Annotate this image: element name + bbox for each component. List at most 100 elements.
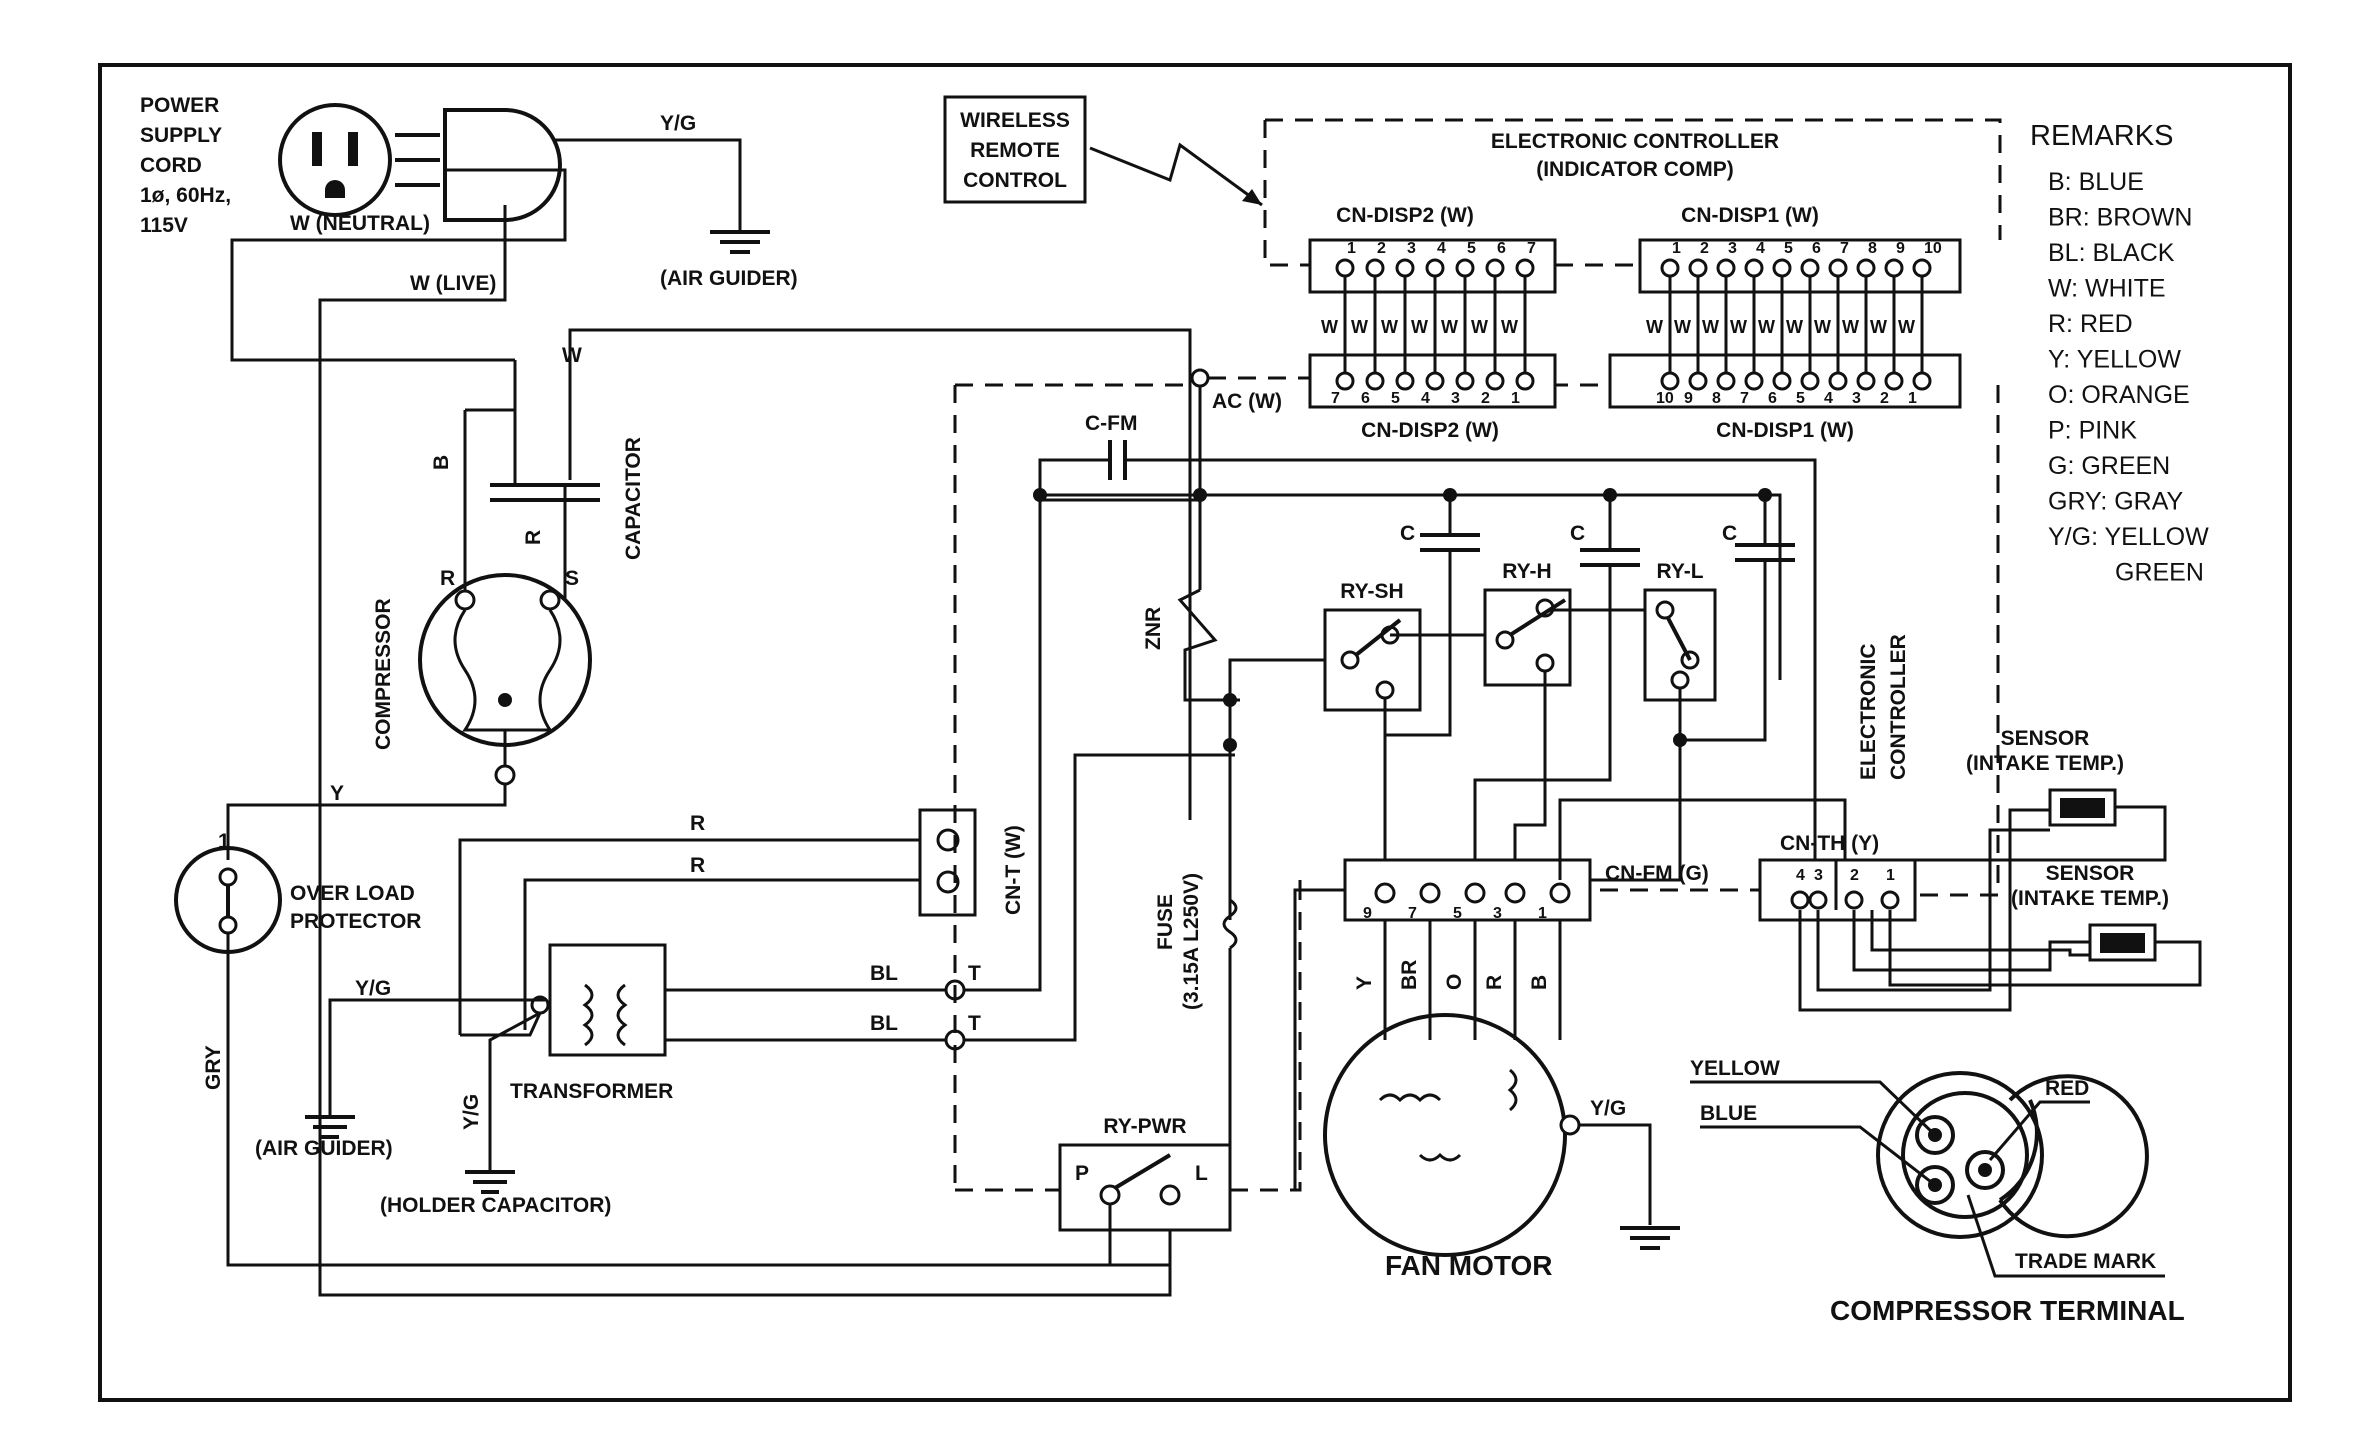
cn-disp2-bottom-label: CN-DISP2 (W)	[1361, 419, 1499, 442]
compressor-terminal-label: COMPRESSOR TERMINAL	[1830, 1295, 2185, 1326]
wireless-signal-icon	[1089, 142, 1263, 207]
cn-disp1-bottom-label: CN-DISP1 (W)	[1716, 419, 1854, 442]
capacitor-label: CAPACITOR	[622, 437, 645, 560]
yg-transformer-label: Y/G	[355, 977, 391, 1000]
remarks-item: BL: BLACK	[2048, 239, 2175, 267]
cn-disp1-top-pin	[1660, 258, 1680, 278]
cn-fm-wire-label: R	[1483, 975, 1506, 990]
outlet-icon	[278, 103, 392, 217]
cn-disp1-top-pin-label: 2	[1700, 240, 1709, 257]
remote-line-3: CONTROL	[963, 169, 1067, 192]
cn-fm-pin	[1419, 882, 1441, 904]
fan-motor-coil-3	[1418, 1152, 1462, 1162]
cn-disp2-w-label: W	[1441, 317, 1458, 337]
c-label-3: C	[1722, 522, 1737, 545]
compressor-section: W B R CAPACITOR R S COMPRESSOR Y	[226, 328, 1192, 860]
cn-disp1-top-pin	[1856, 258, 1876, 278]
cn-disp1-bottom-pin-label: 5	[1796, 390, 1805, 407]
cn-disp1-w-label: W	[1646, 317, 1663, 337]
transformer-box	[548, 943, 667, 1057]
remarks-item: G: GREEN	[2048, 452, 2170, 480]
remarks-item: P: PINK	[2048, 417, 2137, 445]
cn-disp1-top-pin	[1800, 258, 1820, 278]
cn-disp1-top-pin	[1772, 258, 1792, 278]
cn-fm-pin	[1464, 882, 1486, 904]
overload-pin-1: 1	[218, 830, 230, 853]
compressor-motor-icon	[418, 573, 592, 747]
ry-l-label: RY-L	[1656, 560, 1703, 583]
live-wire-label: W (LIVE)	[410, 272, 496, 295]
cn-disp2-top-pin-label: 3	[1407, 240, 1416, 257]
remarks-item: B: BLUE	[2048, 168, 2144, 196]
sensor1-label-line-2: (INTAKE TEMP.)	[1966, 752, 2124, 775]
relay-sh: RY-SH	[1323, 580, 1502, 880]
cn-th-pin	[1844, 890, 1864, 910]
cn-disp2-top-pin-label: 6	[1497, 240, 1506, 257]
fan-motor-coil-1	[1378, 1093, 1442, 1103]
cn-fm-pin-label: 7	[1408, 905, 1417, 922]
cn-disp1-w-label: W	[1814, 317, 1831, 337]
cn-disp2-w-label: W	[1381, 317, 1398, 337]
controller-vertical-line-2: CONTROLLER	[1887, 634, 1910, 780]
gry-wire-label: GRY	[202, 1045, 225, 1090]
cn-disp2-top-pin-label: 5	[1467, 240, 1476, 257]
cn-disp1-top-pin-label: 5	[1784, 240, 1793, 257]
cn-disp2-bottom-pin-label: 7	[1331, 390, 1340, 407]
cn-disp2-w-label: W	[1321, 317, 1338, 337]
relay-capacitors: C C C	[1383, 495, 1795, 880]
remarks-item: W: WHITE	[2048, 275, 2166, 303]
cn-disp1-w-label: W	[1786, 317, 1803, 337]
cn-disp2-w-label: W	[1501, 317, 1518, 337]
transformer-label: TRANSFORMER	[510, 1080, 673, 1103]
t-label-1: T	[968, 962, 981, 985]
compressor-s-label: S	[565, 567, 579, 590]
cn-th-pin	[1808, 890, 1828, 910]
cn-disp1-bottom-pin	[1660, 371, 1680, 391]
cn-disp1-bottom-pin	[1688, 371, 1708, 391]
cn-fm-pin-label: 1	[1538, 905, 1547, 922]
bl-wire-label-1: BL	[870, 962, 898, 985]
cn-disp2-top-pin	[1335, 258, 1355, 278]
terminal-blue-label: BLUE	[1700, 1102, 1757, 1125]
cn-disp1-top-pin	[1744, 258, 1764, 278]
cn-fm-wire-label: Y	[1353, 976, 1376, 990]
sensor2-label-line-1: SENSOR	[2046, 862, 2135, 885]
cn-disp1-bottom-pin-label: 1	[1908, 390, 1917, 407]
overload-protector-section: 1 OVER LOAD PROTECTOR GRY	[174, 830, 1170, 1267]
cn-disp1-top-pin-label: 8	[1868, 240, 1877, 257]
cn-disp1-bottom-pin	[1856, 371, 1876, 391]
remarks-item: GRY: GRAY	[2048, 488, 2184, 516]
cn-disp1-top-pin-label: 10	[1924, 240, 1942, 257]
cn-fm-pin	[1374, 882, 1396, 904]
cn-disp1-top-pin-label: 6	[1812, 240, 1821, 257]
cn-disp1-w-label: W	[1842, 317, 1859, 337]
diagram-frame	[98, 63, 2292, 1402]
cn-fm-label: CN-FM (G)	[1605, 862, 1709, 885]
terminal-red-label: RED	[2045, 1077, 2089, 1100]
remarks-item: R: RED	[2048, 310, 2133, 338]
cn-disp1-top-label: CN-DISP1 (W)	[1681, 204, 1819, 227]
cn-disp2-bottom-pin	[1425, 371, 1445, 391]
sensor2-label-line-2: (INTAKE TEMP.)	[2011, 887, 2169, 910]
cn-disp2-bottom-pin	[1455, 371, 1475, 391]
holder-capacitor-label: (HOLDER CAPACITOR)	[380, 1194, 611, 1217]
cn-disp1-bottom-pin	[1772, 371, 1792, 391]
air-guider-top-label: (AIR GUIDER)	[660, 267, 798, 290]
outlet-ground-hole	[325, 180, 345, 198]
fuse-rating-label: (3.15A L250V)	[1180, 873, 1203, 1010]
remote-line-1: WIRELESS	[960, 109, 1070, 132]
cn-fm-pin-label: 3	[1493, 905, 1502, 922]
cn-th-pin	[1880, 890, 1900, 910]
r-wire-label: R	[522, 530, 545, 545]
cn-disp1-w-label: W	[1730, 317, 1747, 337]
cn-disp2-w-label: W	[1411, 317, 1428, 337]
ry-sh-label: RY-SH	[1340, 580, 1403, 603]
cn-disp2-top-pin	[1395, 258, 1415, 278]
cn-disp2-bottom-pin	[1395, 371, 1415, 391]
cn-fm-pin-label: 5	[1453, 905, 1462, 922]
cnt-r-label-2: R	[690, 854, 705, 877]
outlet-slot-right	[348, 132, 358, 166]
